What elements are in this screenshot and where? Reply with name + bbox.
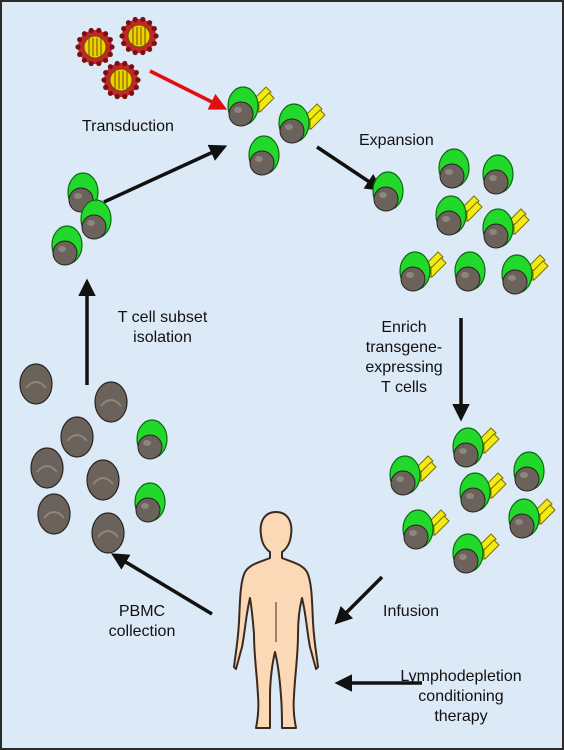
car-t-cell-icon [452,533,500,574]
pbmc-collection-label: PBMC collection [108,603,176,640]
pbmc-cell-icon [86,459,120,501]
pbmc-cell-icon [37,493,71,535]
car-t-cell-icon [435,195,483,236]
process-arrow [334,575,384,625]
car-t-cell-icon [389,455,437,496]
process-arrow [111,553,213,616]
car-t-cell-icon [501,254,549,295]
isolation-label: T cell subset isolation [117,309,208,346]
lymphodepletion-label: Lymphodepletion conditioning therapy [400,668,522,725]
t-cell-icon [438,148,470,189]
cells-layer [19,16,556,574]
car-t-cell-icon [482,208,530,249]
t-cell-icon [513,451,545,492]
car-t-cell-icon [508,498,556,539]
t-cell-icon [134,482,166,523]
t-cell-icon [372,171,404,212]
virus-particle-icon [75,27,115,67]
t-cell-icon [482,154,514,195]
virus-particle-icon [101,60,141,100]
t-cell-icon [51,225,83,266]
car-t-cell-icon [459,472,507,513]
pbmc-cell-icon [60,416,94,458]
pbmc-cell-icon [19,363,53,405]
pbmc-cell-icon [94,381,128,423]
transduction-arrow [149,69,228,110]
expansion-label: Expansion [359,132,434,149]
process-arrow [316,145,383,191]
car-t-cell-icon [278,103,326,144]
process-arrow [103,144,228,204]
human-figure-icon [233,511,319,729]
car-t-cell-icon [452,427,500,468]
t-cell-icon [248,135,280,176]
pbmc-cell-icon [30,447,64,489]
t-cell-icon [80,199,112,240]
t-cell-icon [136,419,168,460]
car-t-cell-icon [402,509,450,550]
enrich-label: Enrich transgene- expressing T cells [365,319,443,396]
pbmc-cell-icon [91,512,125,554]
transduction-label: Transduction [82,118,174,135]
car-t-cell-icon [227,86,275,127]
car-t-cell-icon [399,251,447,292]
t-cell-icon [454,251,486,292]
arrows-layer [78,69,470,692]
infusion-label: Infusion [383,603,440,620]
virus-particle-icon [119,16,159,56]
